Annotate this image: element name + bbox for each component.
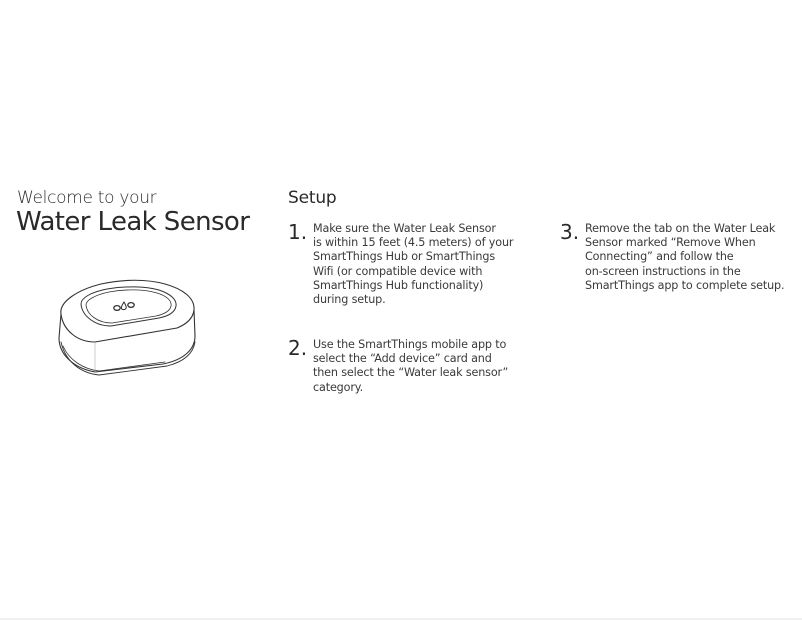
- sensor-illustration: [55, 276, 200, 380]
- welcome-heading: Welcome to your: [17, 188, 157, 208]
- step-text: Use the SmartThings mobile app to select…: [313, 338, 509, 394]
- setup-heading: Setup: [288, 188, 337, 208]
- step-number: 1.: [288, 220, 308, 244]
- product-title: Water Leak Sensor: [16, 207, 250, 237]
- step-number: 2.: [288, 336, 308, 360]
- step-number: 3.: [560, 220, 580, 244]
- step-text: Make sure the Water Leak Sensor is withi…: [313, 222, 514, 307]
- bottom-divider: [0, 618, 802, 620]
- step-text: Remove the tab on the Water Leak Sensor …: [585, 222, 785, 292]
- water-leak-sensor-icon: [58, 279, 196, 376]
